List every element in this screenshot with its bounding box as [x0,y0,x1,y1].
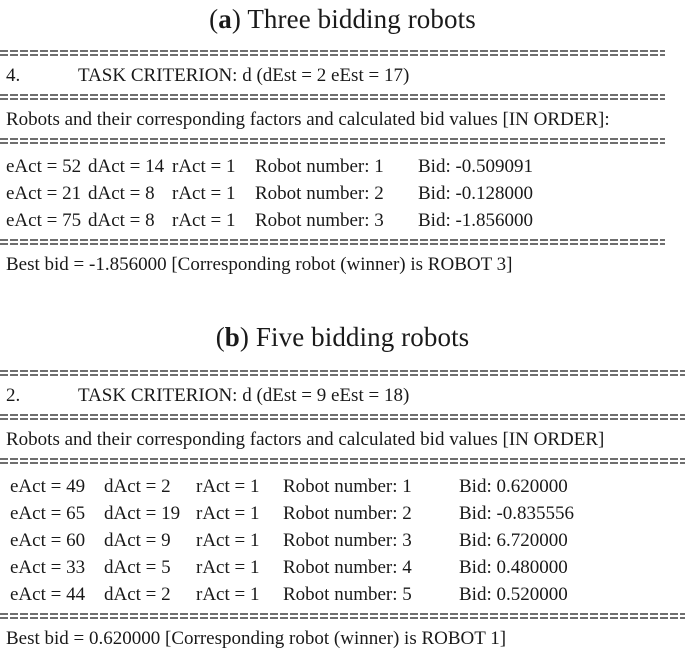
dact-value: dAct = 2 [104,476,171,497]
eact-value: eAct = 33 [10,557,86,578]
panel-b-caption-open-paren: ( [215,322,225,352]
eact-value: eAct = 49 [10,476,86,497]
panel-a-task-criterion-line: 4. TASK CRITERION: d (dEst = 2 eEst = 17) [0,62,685,89]
bid-value: Bid: 0.480000 [459,557,568,578]
table-row: eAct = 33 dAct = 5 rAct = 1 Robot number… [0,554,685,581]
separator-rule [0,94,685,101]
panel-b-caption-close-paren: ) [239,322,250,352]
robot-number: Robot number: 1 [255,156,384,177]
eact-value: eAct = 60 [10,530,86,551]
ract-value: rAct = 1 [196,476,260,497]
separator-rule [0,613,685,620]
table-row: eAct = 21 dAct = 8 rAct = 1 Robot number… [0,180,685,207]
ract-value: rAct = 1 [196,530,260,551]
panel-b-console: 2. TASK CRITERION: d (dEst = 9 eEst = 18)… [0,370,685,652]
ract-value: rAct = 1 [196,557,260,578]
table-row: eAct = 44 dAct = 2 rAct = 1 Robot number… [0,581,685,608]
bid-value: Bid: 6.720000 [459,530,568,551]
robot-number: Robot number: 5 [283,584,412,605]
separator-rule [0,50,685,57]
table-row: eAct = 52 dAct = 14 rAct = 1 Robot numbe… [0,153,685,180]
panel-b-table-header-line: Robots and their corresponding factors a… [6,429,605,450]
panel-b-task-criterion-line: 2. TASK CRITERION: d (dEst = 9 eEst = 18) [0,382,685,409]
bid-value: Bid: 0.620000 [459,476,568,497]
ract-value: rAct = 1 [172,183,236,204]
panel-a-console: 4. TASK CRITERION: d (dEst = 2 eEst = 17)… [0,50,685,278]
panel-a-table-header-line: Robots and their corresponding factors a… [6,109,610,130]
panel-a-caption-open-paren: ( [209,4,219,34]
panel-b-criterion-text: TASK CRITERION: d (dEst = 9 eEst = 18) [78,385,410,406]
dact-value: dAct = 2 [104,584,171,605]
eact-value: eAct = 21 [6,183,82,204]
panel-a-best-bid-line: Best bid = -1.856000 [Corresponding robo… [6,254,513,275]
bid-value: Bid: -0.509091 [418,156,534,177]
panel-a-criterion-number: 4. [6,65,21,86]
robot-number: Robot number: 3 [283,530,412,551]
separator-rule [0,458,685,465]
panel-b-best-bid-line: Best bid = 0.620000 [Corresponding robot… [6,628,507,649]
panel-b-caption-text: Five bidding robots [255,322,470,352]
bid-value: Bid: 0.520000 [459,584,568,605]
table-row: eAct = 60 dAct = 9 rAct = 1 Robot number… [0,527,685,554]
table-row: eAct = 49 dAct = 2 rAct = 1 Robot number… [0,473,685,500]
spacer [0,145,685,153]
ract-value: rAct = 1 [172,210,236,231]
ract-value: rAct = 1 [196,584,260,605]
dact-value: dAct = 9 [104,530,171,551]
robot-number: Robot number: 2 [283,503,412,524]
panel-b-caption-tag: b [224,322,240,352]
dact-value: dAct = 8 [88,183,155,204]
dact-value: dAct = 8 [88,210,155,231]
bid-value: Bid: -1.856000 [418,210,534,231]
panel-a-caption-text: Three bidding robots [247,4,476,34]
panel-a-caption-close-paren: ) [231,4,241,34]
separator-rule [0,414,685,421]
panel-a-caption-tag: a [218,4,232,34]
panel-b-caption: (b) Five bidding robots [0,320,685,354]
dact-value: dAct = 5 [104,557,171,578]
eact-value: eAct = 75 [6,210,82,231]
bid-value: Bid: -0.835556 [459,503,575,524]
ract-value: rAct = 1 [196,503,260,524]
table-row: eAct = 75 dAct = 8 rAct = 1 Robot number… [0,207,685,234]
eact-value: eAct = 52 [6,156,82,177]
separator-rule [0,370,685,377]
table-row: eAct = 65 dAct = 19 rAct = 1 Robot numbe… [0,500,685,527]
robot-number: Robot number: 1 [283,476,412,497]
bid-value: Bid: -0.128000 [418,183,534,204]
separator-rule [0,138,685,145]
separator-rule [0,239,685,246]
panel-a-criterion-text: TASK CRITERION: d (dEst = 2 eEst = 17) [78,65,410,86]
dact-value: dAct = 19 [104,503,181,524]
panel-a-caption: (a) Three bidding robots [0,2,685,36]
eact-value: eAct = 65 [10,503,86,524]
dact-value: dAct = 14 [88,156,165,177]
spacer [0,465,685,473]
robot-number: Robot number: 3 [255,210,384,231]
panel-b-criterion-number: 2. [6,385,21,406]
ract-value: rAct = 1 [172,156,236,177]
eact-value: eAct = 44 [10,584,86,605]
robot-number: Robot number: 2 [255,183,384,204]
robot-number: Robot number: 4 [283,557,412,578]
